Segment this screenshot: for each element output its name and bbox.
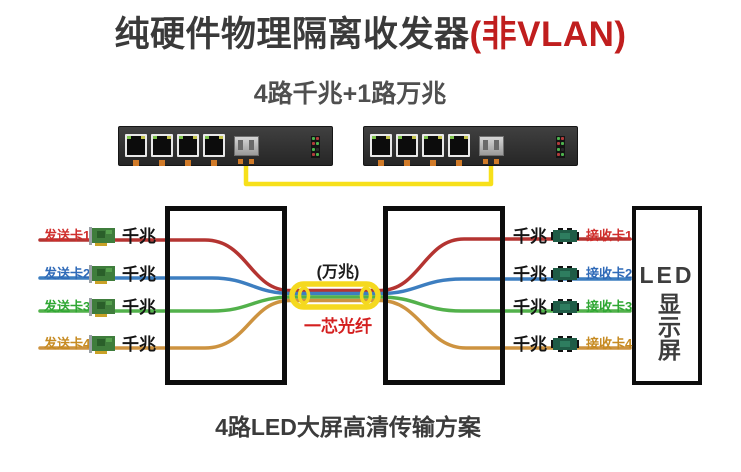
speed-label: 千兆: [513, 335, 547, 354]
sender-label-4: 发送卡4: [44, 336, 91, 351]
port-tab-icon: [159, 160, 165, 166]
port-tab-icon: [133, 160, 139, 166]
network-card-icon: [89, 265, 116, 290]
page-title: 纯硬件物理隔离收发器(非VLAN): [0, 6, 741, 57]
speed-label: 千兆: [122, 265, 156, 284]
receiver-module-icon: [551, 299, 579, 320]
single-fiber-label: 一芯光纤: [304, 317, 372, 336]
sender-label-2: 发送卡2: [44, 266, 91, 281]
page-title-main: 纯硬件物理隔离收发器: [114, 15, 470, 54]
transceiver-box-right: [383, 206, 505, 385]
port-tab-icon: [404, 160, 410, 166]
wire-channel-1: [38, 237, 632, 293]
port-tab-icon: [211, 160, 217, 166]
receiver-label-3: 接收卡3: [586, 299, 633, 314]
fiber-ferrule-right-icon: [359, 286, 373, 305]
rj45-port-icon: [151, 134, 173, 157]
receiver-label-2: 接收卡2: [586, 266, 633, 281]
sfp-port-icon: [234, 136, 259, 156]
sfp-pin-icon: [238, 159, 243, 164]
sender-label-3: 发送卡3: [44, 299, 91, 314]
network-card-icon: [89, 298, 116, 323]
receiver-module-icon: [551, 228, 579, 249]
ten-gig-label: (万兆): [316, 264, 360, 281]
rj45-port-icon: [396, 134, 418, 157]
led-panel-title: LED: [639, 262, 695, 288]
subtitle: 4路千兆+1路万兆: [253, 80, 447, 108]
receiver-label-1: 接收卡1: [586, 228, 633, 243]
led-panel-vertical-label: 显示屏: [654, 292, 681, 361]
speed-label: 千兆: [122, 227, 156, 246]
port-tab-icon: [456, 160, 462, 166]
wire-channel-2: [38, 276, 632, 296]
sfp-pin-icon: [483, 159, 488, 164]
speed-label: 千兆: [122, 298, 156, 317]
receiver-module-icon: [551, 336, 579, 357]
port-tab-icon: [378, 160, 384, 166]
led-indicator-icon: [311, 136, 320, 158]
led-display-panel: LED 显示屏: [632, 206, 702, 385]
sfp-port-icon: [479, 136, 504, 156]
switch-device-right: [363, 126, 578, 166]
device-link-cable: [243, 158, 494, 187]
led-indicator-icon: [556, 136, 565, 158]
rj45-port-icon: [125, 134, 147, 157]
speed-label: 千兆: [513, 265, 547, 284]
speed-label: 千兆: [122, 335, 156, 354]
speed-label: 千兆: [513, 227, 547, 246]
sfp-pin-icon: [494, 159, 499, 164]
network-card-icon: [89, 227, 116, 252]
sender-label-1: 发送卡1: [44, 228, 91, 243]
switch-device-left: [118, 126, 333, 166]
bottom-caption: 4路LED大屏高清传输方案: [215, 414, 481, 440]
transceiver-box-left: [165, 206, 287, 385]
receiver-module-icon: [551, 266, 579, 287]
speed-label: 千兆: [513, 298, 547, 317]
receiver-label-4: 接收卡4: [586, 336, 633, 351]
network-card-icon: [89, 335, 116, 360]
sfp-pin-icon: [249, 159, 254, 164]
page-title-highlight: (非VLAN): [469, 15, 627, 54]
rj45-port-icon: [448, 134, 470, 157]
rj45-port-icon: [203, 134, 225, 157]
rj45-port-icon: [177, 134, 199, 157]
fiber-capsule: [289, 281, 381, 310]
port-tab-icon: [430, 160, 436, 166]
rj45-port-icon: [422, 134, 444, 157]
fiber-ferrule-left-icon: [297, 286, 311, 305]
port-tab-icon: [185, 160, 191, 166]
wire-channel-3: [38, 295, 632, 313]
rj45-port-icon: [370, 134, 392, 157]
wire-channel-4: [38, 298, 632, 350]
